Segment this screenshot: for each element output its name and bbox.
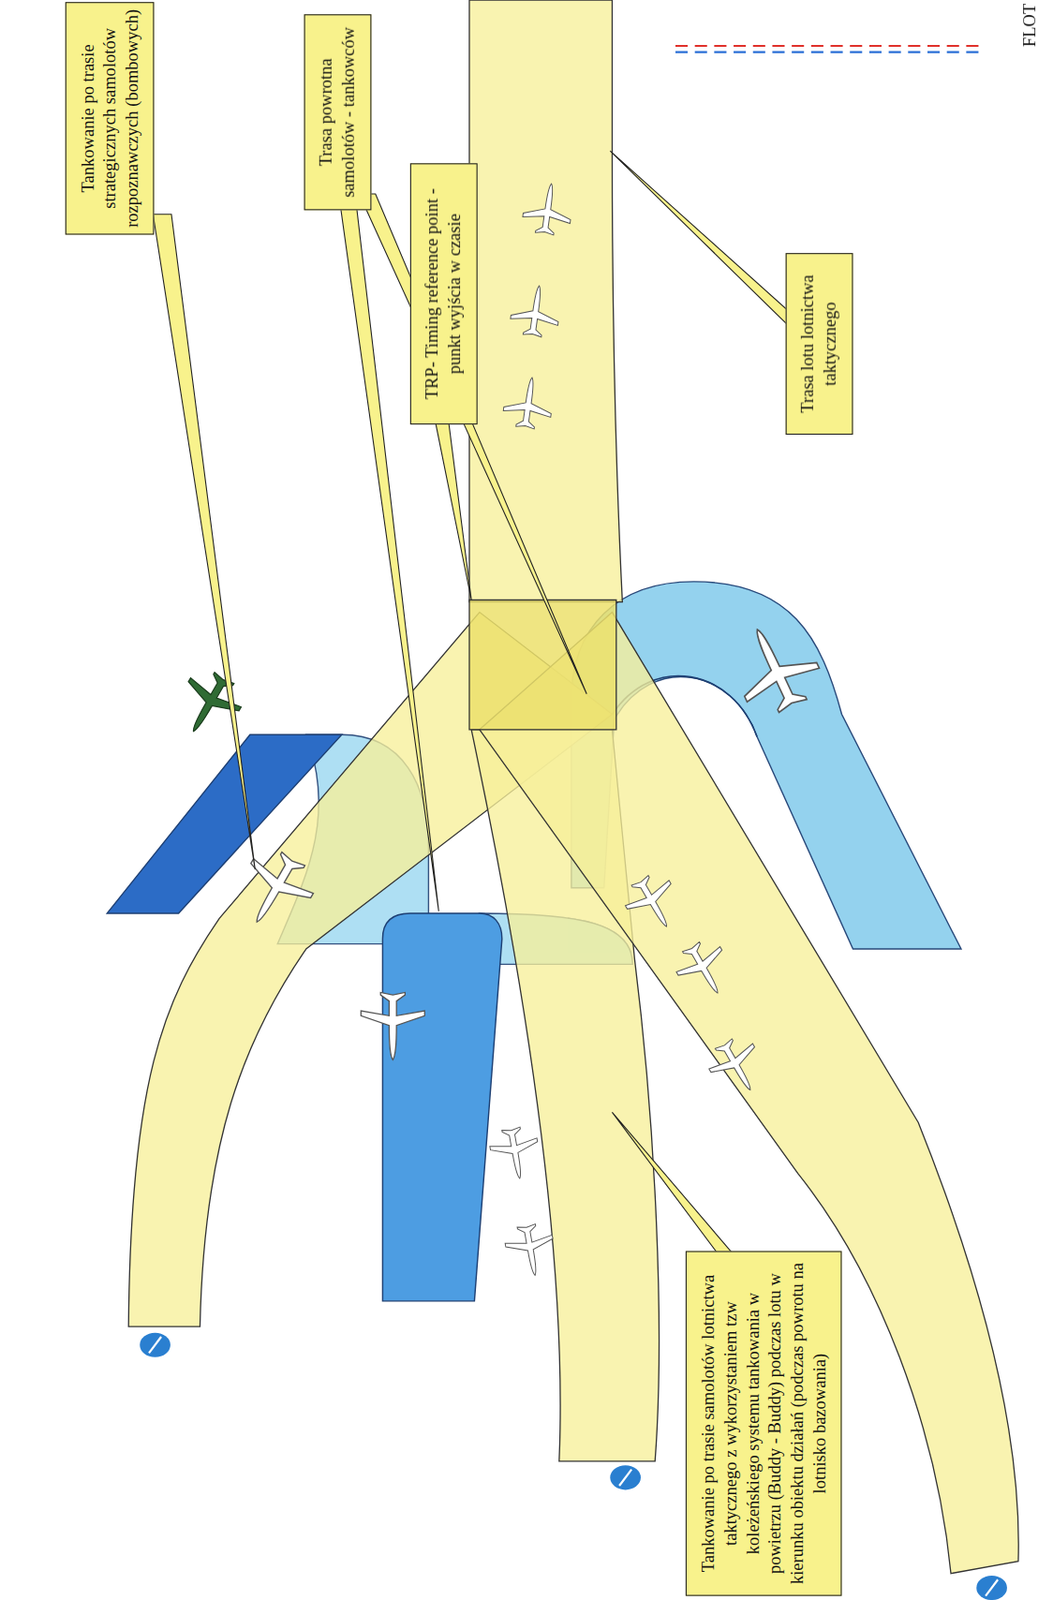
- flot-line: [675, 50, 980, 53]
- front-line-label: FLOT: [1020, 3, 1041, 47]
- callout-box: TRP- Timing reference point - punkt wyjś…: [410, 163, 478, 425]
- callout-text: Tankowanie po trasie samolotów lotnictwa…: [697, 1258, 831, 1589]
- callout-pointers: [152, 150, 808, 1266]
- flot-line: [675, 44, 980, 47]
- flight-routes: [128, 0, 1019, 1574]
- callout-text: Tankowanie po trasie strategicznych samo…: [76, 9, 144, 228]
- callout-box: Tankowanie po trasie samolotów lotnictwa…: [685, 1250, 843, 1596]
- aircraft: [168, 180, 830, 1280]
- callout-text: Trasa lotu lotnictwa taktycznego: [797, 260, 842, 429]
- callout-box: Trasa powrotna samolotów - tankowców: [304, 14, 372, 210]
- callout-box: Tankowanie po trasie strategicznych samo…: [65, 1, 155, 235]
- callout-text: TRP- Timing reference point - punkt wyjś…: [421, 170, 466, 418]
- callout-text: Trasa powrotna samolotów - tankowców: [315, 21, 360, 204]
- callout-box: Trasa lotu lotnictwa taktycznego: [786, 252, 854, 435]
- route-end-markers: [139, 1333, 1008, 1600]
